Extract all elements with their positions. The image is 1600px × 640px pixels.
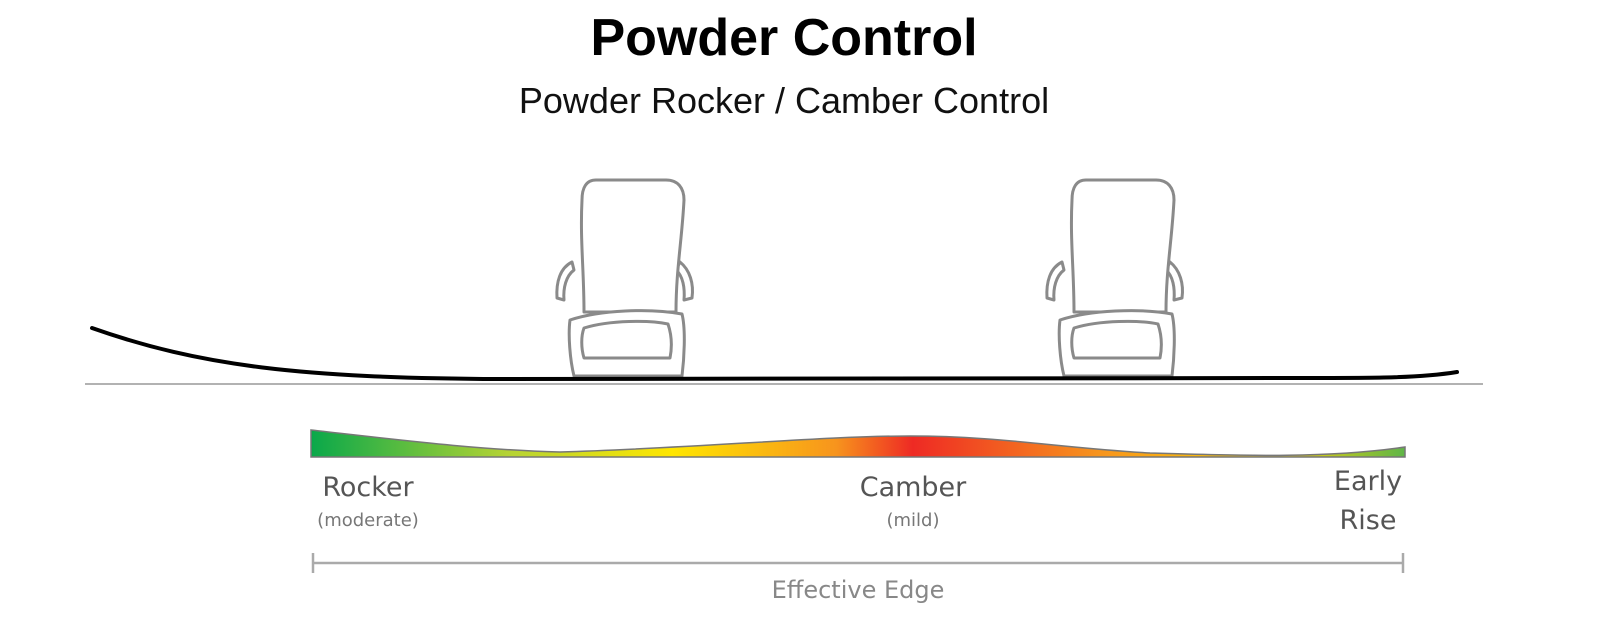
camber-label: Camber — [859, 472, 967, 503]
effective-edge-bracket — [311, 553, 1405, 573]
front-binding — [555, 178, 694, 378]
diagram-subtitle: Powder Rocker / Camber Control — [518, 80, 1050, 121]
rear-binding — [1045, 178, 1184, 378]
rocker-label: Rocker — [322, 472, 414, 503]
camber-note: (mild) — [886, 510, 940, 531]
snowboard-base — [90, 326, 1459, 382]
early-rise-label-line2: Rise — [1339, 505, 1397, 536]
rocker-note: (moderate) — [317, 510, 419, 531]
profile-gradient-bar — [310, 429, 1406, 458]
diagram-title: Powder Control — [590, 9, 978, 67]
effective-edge-label: Effective Edge — [771, 576, 945, 604]
early-rise-label-line1: Early — [1333, 466, 1403, 497]
